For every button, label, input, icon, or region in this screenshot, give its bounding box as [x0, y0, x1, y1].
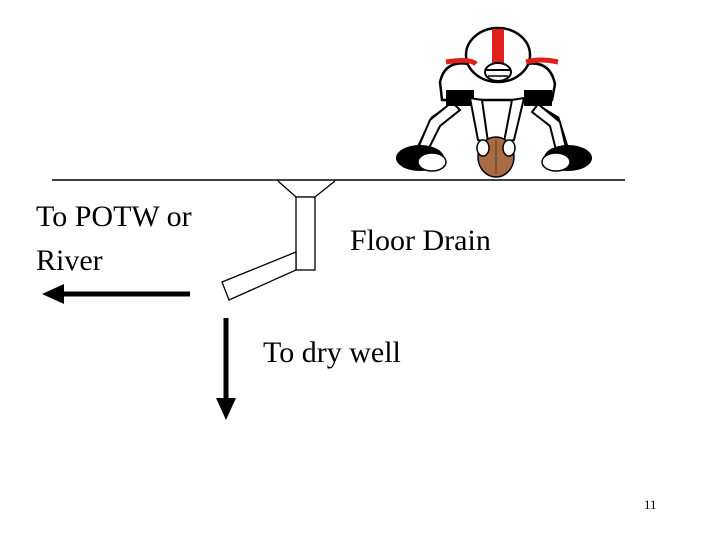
- arrow-left-icon: [42, 284, 190, 304]
- arrow-down-icon: [216, 318, 236, 420]
- to-potw-label-line2: River: [36, 244, 103, 277]
- football-lineman-icon: [396, 26, 592, 178]
- drain-funnel: [277, 180, 336, 198]
- drain-pipe-vertical: [295, 196, 316, 271]
- to-potw-label-line1: To POTW or: [36, 200, 192, 233]
- page-number: 11: [644, 497, 657, 512]
- drain-pipe-diagonal: [221, 251, 297, 301]
- floor-drain-label: Floor Drain: [350, 224, 491, 257]
- to-dry-well-label: To dry well: [263, 336, 401, 369]
